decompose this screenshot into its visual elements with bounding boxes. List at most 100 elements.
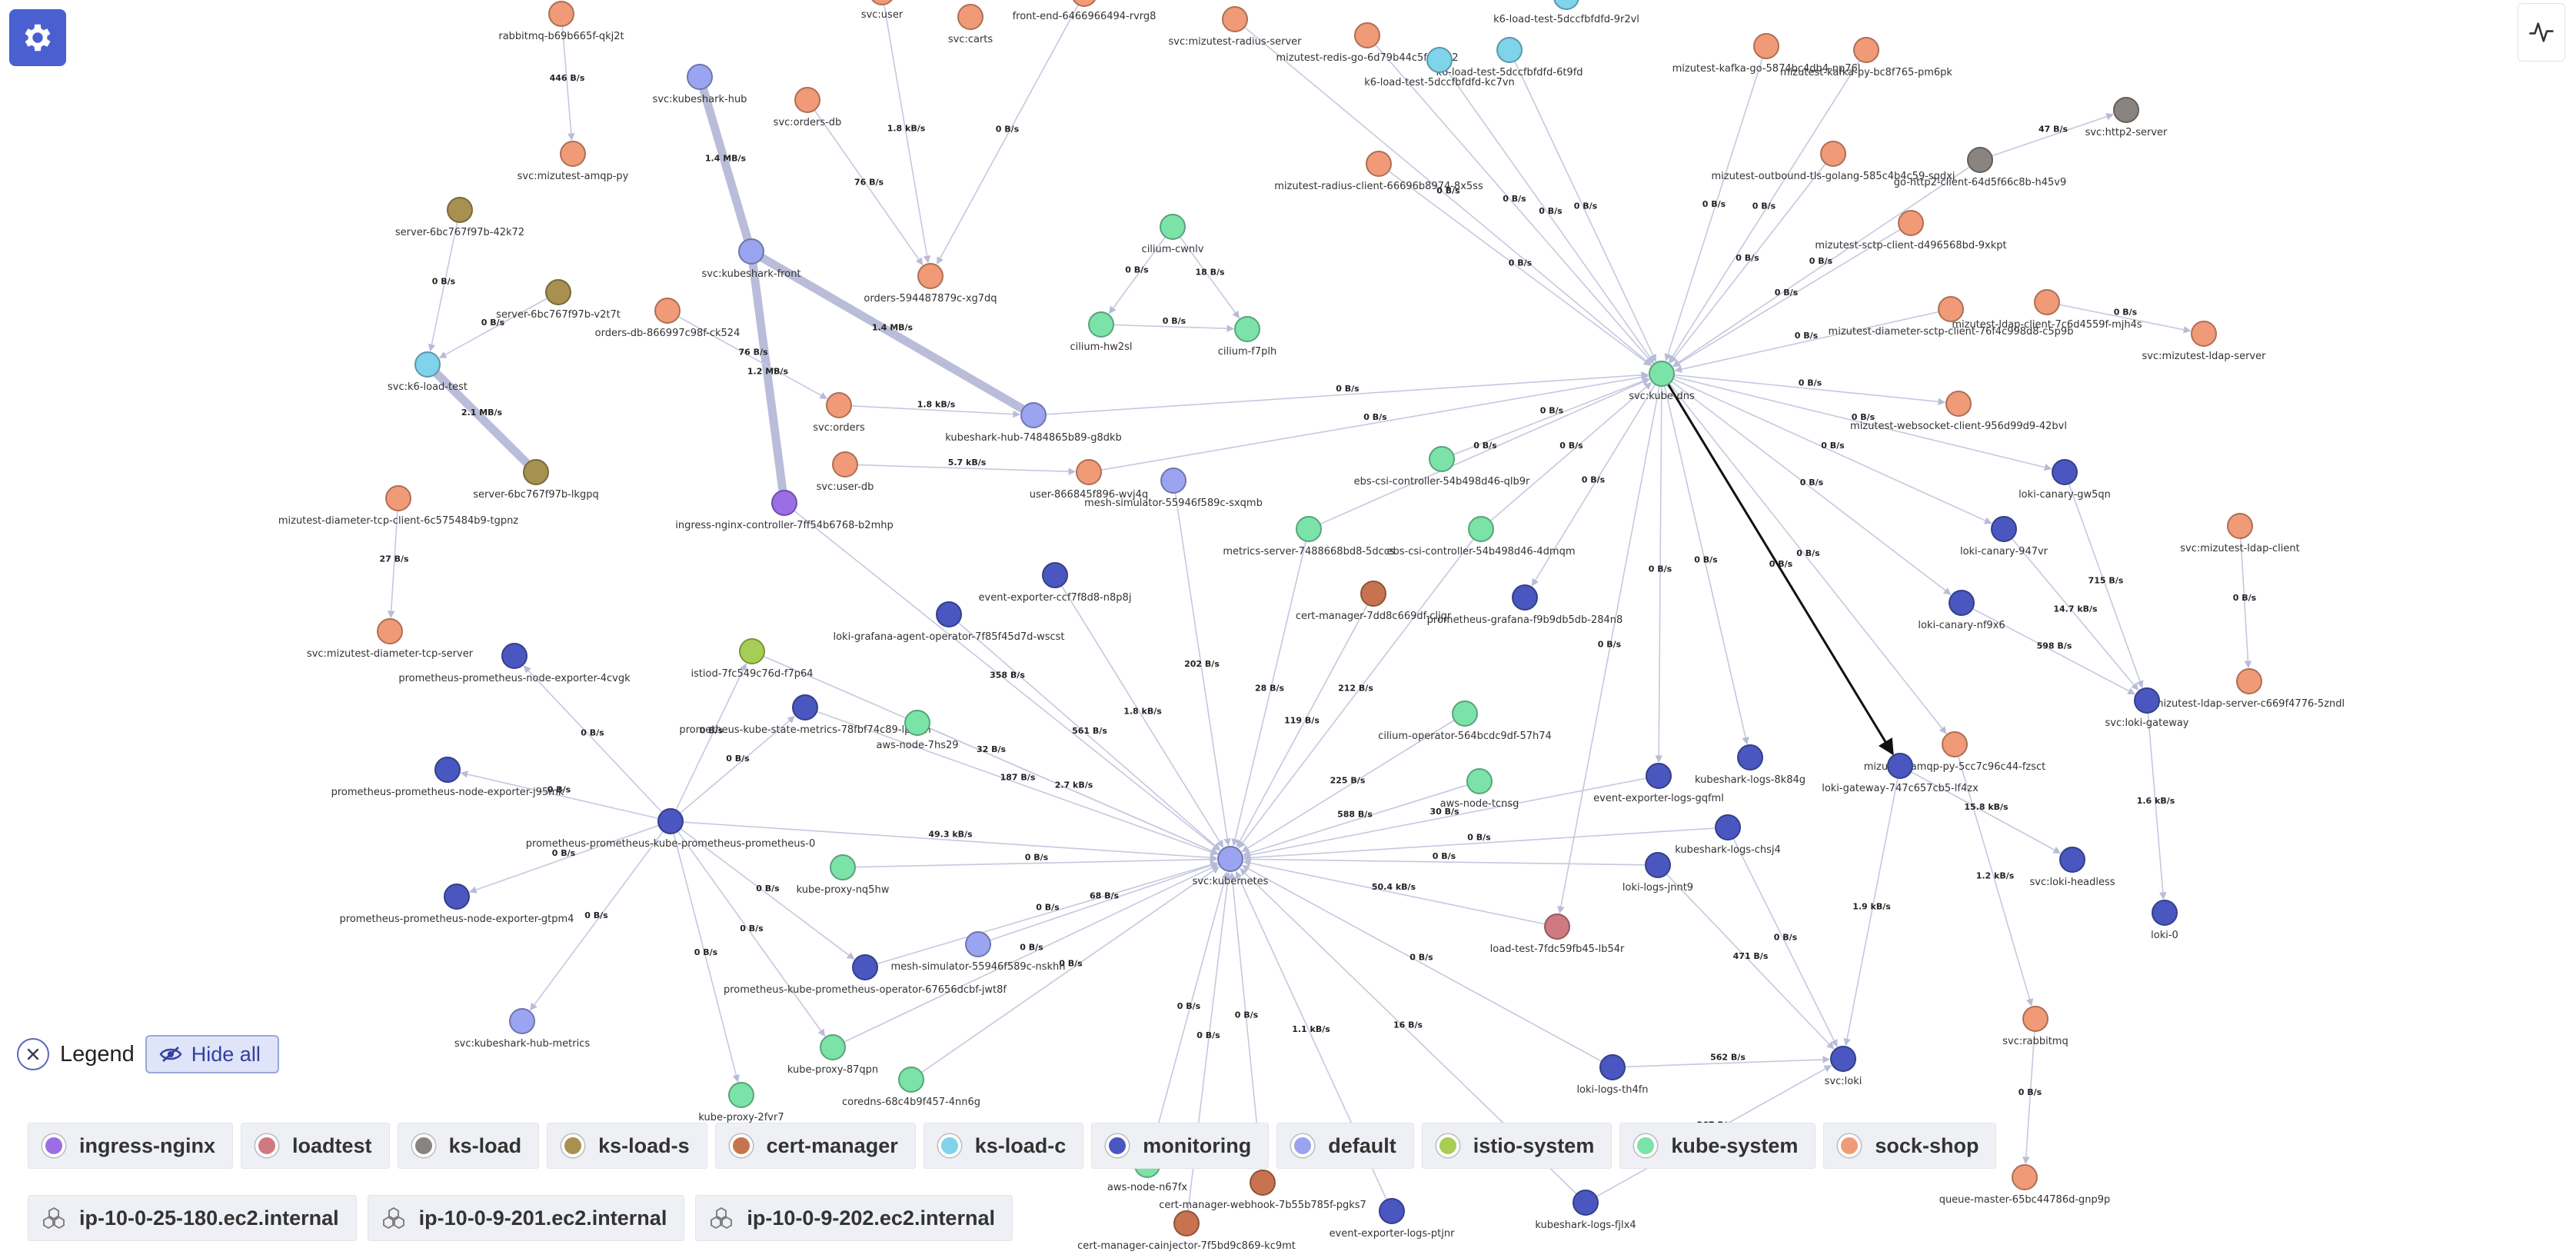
node-circle[interactable] [792,694,818,721]
edge-kubeshark-front-kubeshark-hub-pod[interactable] [757,253,1026,413]
edge-coredns-svc-kubernetes[interactable] [920,866,1220,1073]
node-circle[interactable] [545,279,571,305]
namespace-chip-kube-system[interactable]: kube-system [1619,1123,1816,1169]
graph-node-coredns[interactable]: coredns-68c4b9f457-4nn6g [842,1067,980,1108]
edge-aws-7hs29-svc-kubernetes[interactable] [928,727,1219,854]
node-circle[interactable] [414,351,441,378]
edge-svc-orders-kubeshark-hub-pod[interactable] [850,405,1020,418]
edge-cert-webhook-svc-kubernetes[interactable] [1228,871,1263,1171]
edge-cilium-operator-svc-kubernetes[interactable] [1241,719,1455,853]
edge-kube-dns-kubeshark-logs-8k84g[interactable] [1663,385,1749,745]
node-circle[interactable] [1649,361,1675,387]
graph-node-kafka-py[interactable]: mizutest-kafka-py-bc8f765-pm6pk [1780,37,1952,78]
node-circle[interactable] [657,808,684,834]
graph-node-loki-gateway-svc[interactable]: svc:loki-gateway [2105,687,2189,729]
node-circle[interactable] [2012,1164,2038,1190]
graph-node-websocket[interactable]: mizutest-websocket-client-956d99d9-42bvl [1850,391,2067,432]
graph-node-svc-kubernetes[interactable]: svc:kubernetes [1193,846,1269,887]
edge-kube-dns-loki-gw5qn[interactable] [1673,376,2052,471]
node-circle[interactable] [2227,513,2253,539]
legend-close-button[interactable] [17,1038,49,1070]
graph-node-kafka-go[interactable]: mizutest-kafka-go-5874bc4db4-np76l [1672,33,1861,75]
graph-node-k6-kc7vn[interactable]: k6-load-test-5dccfbfdfd-kc7vn [1364,47,1515,88]
graph-node-rabbit-b69[interactable]: rabbitmq-b69b665f-qkj2t [498,1,624,42]
namespace-chip-ingress-nginx[interactable]: ingress-nginx [28,1123,234,1169]
graph-node-node-exp-4cvgk[interactable]: prometheus-prometheus-node-exporter-4cvg… [398,643,631,684]
edge-kube-dns-loki-gateway-pod[interactable] [1667,383,1894,756]
graph-node-k6-load-test[interactable]: svc:k6-load-test [388,351,468,393]
node-circle[interactable] [1645,852,1671,878]
edge-kube-state-svc-kubernetes[interactable] [816,711,1218,856]
node-circle[interactable] [852,954,878,980]
edge-frontend-orders-594[interactable] [936,4,1080,265]
node-circle[interactable] [2113,97,2139,123]
graph-node-mesh-nskhh[interactable]: mesh-simulator-55946f589c-nskhh [890,931,1066,973]
graph-node-redis-go[interactable]: mizutest-redis-go-6d79b44c5f-tsng2 [1276,22,1459,64]
graph-node-kubeshark-hub-metrics[interactable]: svc:kubeshark-hub-metrics [454,1008,590,1050]
edge-prom-kube-prom-node-exp-gtpm4[interactable] [469,824,660,894]
edge-kubeshark-logs-chsj4-svc-loki[interactable] [1732,837,1838,1047]
graph-node-radius-server[interactable]: svc:mizutest-radius-server [1168,6,1302,48]
node-circle[interactable] [738,238,764,265]
graph-node-sctp-client[interactable]: mizutest-sctp-client-d496568bd-9xkpt [1815,210,2007,251]
edge-prom-kube-prom-svc-kubernetes[interactable] [682,821,1217,862]
edge-k6-load-test-server-lkgpq[interactable] [431,368,531,467]
edge-ldap-client-svc-ldap-server-pod[interactable] [2240,537,2252,668]
graph-node-kubeshark-logs-8k84g[interactable]: kubeshark-logs-8k84g [1695,744,1806,786]
node-circle[interactable] [1234,316,1260,342]
graph-node-loki-nf9x6[interactable]: loki-canary-nf9x6 [1918,590,2005,631]
edge-cilium-cwnlv-cilium-hw2sl[interactable] [1108,236,1167,314]
edge-metrics-server-svc-kubernetes[interactable] [1231,541,1307,847]
node-circle[interactable] [1217,846,1243,872]
node-circle[interactable] [523,459,549,485]
graph-node-event-exp-logs-gqfml[interactable]: event-exporter-logs-gqfml [1593,763,1724,804]
namespace-chip-ks-load-c[interactable]: ks-load-c [923,1123,1084,1169]
graph-node-ingress-nginx[interactable]: ingress-nginx-controller-7ff54b6768-b2mh… [675,490,894,531]
graph-node-diameter-tcp-server[interactable]: svc:mizutest-diameter-tcp-server [307,618,474,660]
graph-node-frontend[interactable]: front-end-6466966494-rvrg8 [1013,0,1157,22]
edge-mesh-sxqmb-svc-kubernetes[interactable] [1174,492,1231,847]
edge-kubeshark-hub-pod-kube-dns[interactable] [1045,371,1649,415]
node-circle[interactable] [1512,584,1538,611]
graph-node-cert-webhook[interactable]: cert-manager-webhook-7b55b785f-pgks7 [1159,1170,1366,1211]
graph-node-loki-gateway-pod[interactable]: loki-gateway-747c657cb5-lf4zx [1822,753,1979,794]
node-circle[interactable] [870,0,894,5]
edge-cert-manager-7dd-svc-kubernetes[interactable] [1236,604,1369,848]
node-circle[interactable] [917,263,944,289]
edge-aws-n67fx-svc-kubernetes[interactable] [1150,871,1229,1153]
graph-node-kubeshark-hub[interactable]: svc:kubeshark-hub [653,64,747,105]
node-circle[interactable] [1938,296,1964,322]
graph-node-prom-operator[interactable]: prometheus-kube-prometheus-operator-6765… [724,954,1007,996]
graph-node-orders-db-svc[interactable]: svc:orders-db [774,87,842,128]
node-circle[interactable] [1360,581,1386,607]
graph-node-istiod[interactable]: istiod-7fc549c76d-f7p64 [691,638,814,680]
node-circle[interactable] [771,490,797,516]
node-circle[interactable] [2236,668,2262,694]
node-circle[interactable] [904,710,930,736]
graph-node-node-exp-j95mk[interactable]: prometheus-prometheus-node-exporter-j95m… [331,757,564,798]
graph-node-kube-proxy-2fvr7[interactable]: kube-proxy-2fvr7 [698,1082,784,1123]
node-circle[interactable] [1898,210,1924,236]
graph-node-ldap-server-svc[interactable]: svc:mizutest-ldap-server [2142,321,2267,362]
graph-node-user-866[interactable]: user-866845f896-wvj4q [1030,459,1148,501]
edge-aws-tcnsg-svc-kubernetes[interactable] [1243,784,1468,857]
namespace-chip-cert-manager[interactable]: cert-manager [714,1123,916,1169]
graph-node-aws-tcnsg[interactable]: aws-node-tcnsg [1440,768,1519,810]
node-circle[interactable] [509,1008,535,1034]
namespace-chip-istio-system[interactable]: istio-system [1421,1123,1612,1169]
edge-sctp-client-kube-dns[interactable] [1672,228,1901,368]
edge-loki-gateway-pod-svc-loki[interactable] [1843,777,1899,1047]
edge-kube-dns-prom-grafana[interactable] [1531,384,1656,587]
graph-node-loki-grafana-agent[interactable]: loki-grafana-agent-operator-7f85f45d7d-w… [833,601,1065,643]
graph-node-cilium-f7plh[interactable]: cilium-f7plh [1218,316,1277,358]
edge-svc-user-orders-594[interactable] [883,4,931,264]
edge-load-test-7fdc-svc-kubernetes[interactable] [1243,859,1546,925]
traffic-stats-button[interactable] [2518,3,2565,62]
node-circle[interactable] [2022,1006,2048,1032]
edge-k6-6t9fd-kube-dns[interactable] [1514,61,1657,362]
node-circle[interactable] [434,757,461,783]
edge-kubeshark-logs-chsj4-svc-kubernetes[interactable] [1243,827,1716,862]
graph-node-amqp-py[interactable]: svc:mizutest-amqp-py [518,141,629,182]
graph-node-go-http2[interactable]: go-http2-client-64d5f66c8b-h45v9 [1894,147,2066,188]
graph-node-kube-proxy-nq5hw[interactable]: kube-proxy-nq5hw [797,854,890,896]
